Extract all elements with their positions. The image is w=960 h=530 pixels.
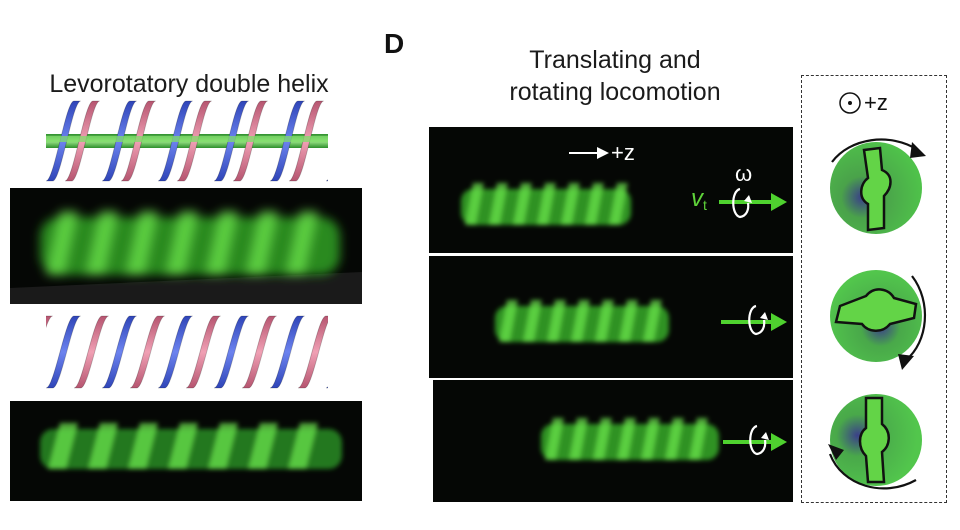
helix-model-bottom <box>46 312 328 392</box>
cross-section-axis-label: +z <box>864 90 888 115</box>
direction-indicator: +z <box>569 142 635 164</box>
locomotion-frame-3 <box>433 380 793 502</box>
panel-d-title-line2: rotating locomotion <box>509 78 721 106</box>
cross-section-axis: +z <box>838 90 888 116</box>
cross-section-1 <box>830 138 926 234</box>
panel-d-title-line1: Translating and <box>529 46 701 74</box>
out-of-page-axis-icon <box>839 92 861 114</box>
helix-model-top <box>46 98 328 184</box>
fluorescence-image-bottom <box>10 401 362 501</box>
right-arrow-icon <box>569 147 609 159</box>
panel-d-title: Translating and rotating locomotion <box>450 44 780 108</box>
rotation-arrow-icon <box>732 187 752 219</box>
omega-label: ω <box>735 161 753 186</box>
cross-section-3 <box>828 394 922 490</box>
panel-letter: D <box>384 28 405 59</box>
locomotion-frame-1: +z ω vt <box>429 127 793 253</box>
cross-section-2 <box>830 270 927 370</box>
velocity-subscript: t <box>703 197 707 214</box>
cross-section-box: +z <box>801 75 947 503</box>
velocity-symbol: v <box>691 185 703 212</box>
left-panel-title: Levorotatory double helix <box>49 70 329 98</box>
rotation-arrow-icon <box>748 304 766 336</box>
locomotion-frame-2 <box>429 256 793 378</box>
direction-label: +z <box>611 140 635 165</box>
rotation-arrow-icon <box>749 424 767 456</box>
velocity-label: vt <box>691 185 707 213</box>
fluorescence-image-top <box>10 188 362 304</box>
